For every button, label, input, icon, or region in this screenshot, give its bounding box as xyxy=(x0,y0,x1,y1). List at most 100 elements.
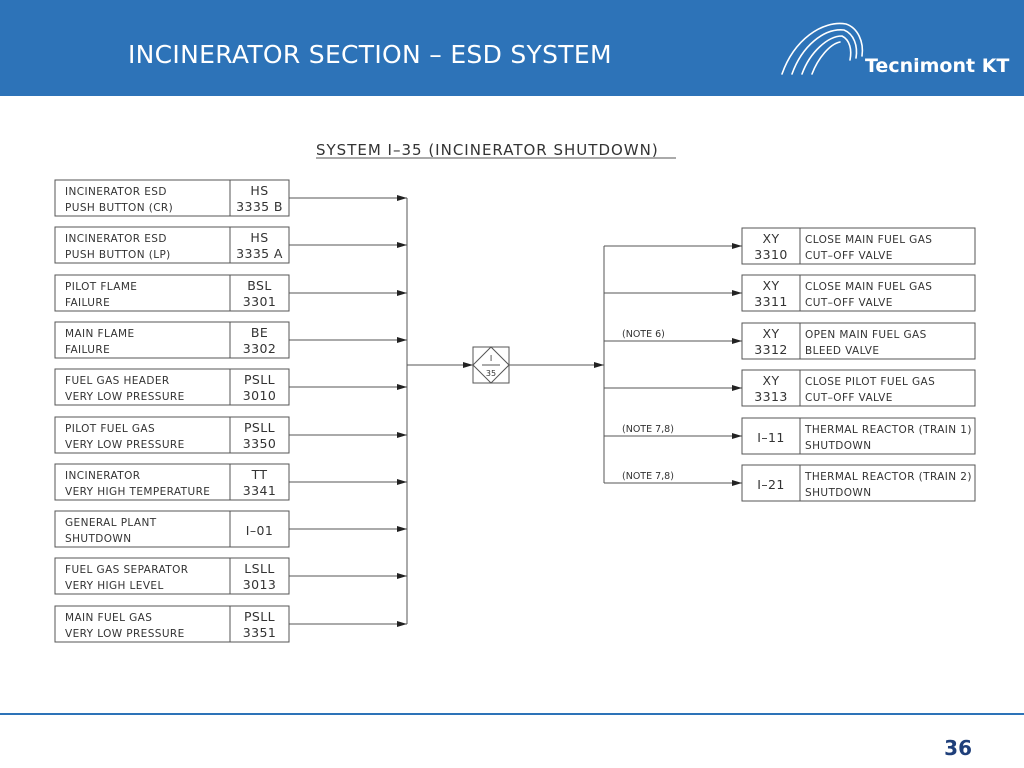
output-tag-line2: 3312 xyxy=(754,342,787,357)
output-desc-line1: CLOSE MAIN FUEL GAS xyxy=(805,281,932,293)
output-tag-line1: XY xyxy=(763,373,780,388)
input-desc-line2: VERY HIGH LEVEL xyxy=(65,580,164,592)
output-tag-line1: XY xyxy=(763,326,780,341)
output-arrow xyxy=(732,338,742,344)
output-note: (NOTE 7,8) xyxy=(622,424,674,435)
output-arrow xyxy=(732,290,742,296)
input-box xyxy=(54,226,290,264)
output-desc-line1: CLOSE MAIN FUEL GAS xyxy=(805,234,932,246)
input-tag-line2: 3010 xyxy=(243,388,276,403)
input-desc-line1: INCINERATOR xyxy=(65,470,140,482)
output-desc-line1: CLOSE PILOT FUEL GAS xyxy=(805,376,935,388)
output-desc-line2: CUT–OFF VALVE xyxy=(805,392,893,404)
input-desc-line1: PILOT FLAME xyxy=(65,281,137,293)
input-tag-line1: PSLL xyxy=(244,372,275,387)
input-desc-line2: PUSH BUTTON (LP) xyxy=(65,249,171,261)
output-desc-line1: OPEN MAIN FUEL GAS xyxy=(805,329,927,341)
input-tag-line2: 3301 xyxy=(243,294,276,309)
system-label: SYSTEM I–35 (INCINERATOR SHUTDOWN) xyxy=(316,141,659,159)
input-desc-line2: SHUTDOWN xyxy=(65,533,131,545)
output-desc-line1: THERMAL REACTOR (TRAIN 2) xyxy=(804,471,972,483)
page-title: INCINERATOR SECTION – ESD SYSTEM xyxy=(128,40,612,69)
output-tag-line2: 3310 xyxy=(754,247,787,262)
input-box xyxy=(54,510,290,548)
input-arrow xyxy=(397,384,407,390)
input-tag: I–01 xyxy=(246,523,273,538)
output-box xyxy=(741,227,976,265)
logic-block-line1: I xyxy=(490,354,492,363)
input-tag-line1: BSL xyxy=(247,278,271,293)
input-box xyxy=(54,368,290,406)
page-number: 36 xyxy=(944,736,972,760)
brand-name: Tecnimont KT xyxy=(865,55,1010,77)
input-arrow xyxy=(397,621,407,627)
output-tag-line1: XY xyxy=(763,278,780,293)
output-tag-line2: 3313 xyxy=(754,389,787,404)
output-box xyxy=(741,417,976,455)
input-arrow xyxy=(397,195,407,201)
output-note: (NOTE 7,8) xyxy=(622,471,674,482)
output-box xyxy=(741,369,976,407)
input-box xyxy=(54,557,290,595)
input-arrow xyxy=(397,526,407,532)
output-arrow xyxy=(732,385,742,391)
output-desc-line2: CUT–OFF VALVE xyxy=(805,297,893,309)
output-desc-line2: CUT–OFF VALVE xyxy=(805,250,893,262)
input-box xyxy=(54,463,290,501)
input-tag-line1: HS xyxy=(250,230,268,245)
input-tag-line1: LSLL xyxy=(244,561,274,576)
input-box xyxy=(54,416,290,454)
header-bar xyxy=(0,0,1024,96)
input-desc-line1: FUEL GAS SEPARATOR xyxy=(65,564,188,576)
input-desc-line2: VERY LOW PRESSURE xyxy=(65,628,185,640)
input-desc-line1: FUEL GAS HEADER xyxy=(65,375,170,387)
input-box xyxy=(54,179,290,217)
input-tag-line2: 3013 xyxy=(243,577,276,592)
input-desc-line1: MAIN FUEL GAS xyxy=(65,612,152,624)
input-arrow xyxy=(397,290,407,296)
output-tag-line1: XY xyxy=(763,231,780,246)
input-desc-line2: VERY LOW PRESSURE xyxy=(65,391,185,403)
input-tag-line1: PSLL xyxy=(244,420,275,435)
input-tag-line1: HS xyxy=(250,183,268,198)
input-desc-line2: FAILURE xyxy=(65,344,110,356)
input-desc-line1: INCINERATOR ESD xyxy=(65,186,167,198)
tecnimont-logo-icon xyxy=(781,22,864,75)
input-arrow xyxy=(397,337,407,343)
input-tag-line1: TT xyxy=(251,467,268,482)
output-tag: I–11 xyxy=(757,430,784,445)
input-desc-line2: PUSH BUTTON (CR) xyxy=(65,202,173,214)
output-tag-line2: 3311 xyxy=(754,294,787,309)
input-desc-line2: VERY HIGH TEMPERATURE xyxy=(65,486,210,498)
input-desc-line2: VERY LOW PRESSURE xyxy=(65,439,185,451)
input-desc-line1: PILOT FUEL GAS xyxy=(65,423,155,435)
input-desc-line2: FAILURE xyxy=(65,297,110,309)
output-note: (NOTE 6) xyxy=(622,329,665,340)
logic-block-diamond xyxy=(472,346,510,384)
input-tag-line1: BE xyxy=(251,325,268,340)
input-arrow xyxy=(397,479,407,485)
input-tag-line2: 3341 xyxy=(243,483,276,498)
output-tag: I–21 xyxy=(757,477,784,492)
input-desc-line1: INCINERATOR ESD xyxy=(65,233,167,245)
input-box xyxy=(54,605,290,643)
output-desc-line2: SHUTDOWN xyxy=(805,487,871,499)
output-desc-line2: BLEED VALVE xyxy=(805,345,879,357)
output-arrow xyxy=(732,433,742,439)
footer-divider xyxy=(0,713,1024,715)
output-desc-line2: SHUTDOWN xyxy=(805,440,871,452)
block-input-arrow xyxy=(463,362,473,368)
output-box xyxy=(741,322,976,360)
logic-block-line2: 35 xyxy=(486,369,496,378)
input-tag-line2: 3335 B xyxy=(236,199,283,214)
input-tag-line2: 3350 xyxy=(243,436,276,451)
output-box xyxy=(741,464,976,502)
input-arrow xyxy=(397,242,407,248)
input-desc-line1: GENERAL PLANT xyxy=(65,517,157,529)
input-tag-line1: PSLL xyxy=(244,609,275,624)
input-desc-line1: MAIN FLAME xyxy=(65,328,135,340)
output-arrow xyxy=(732,480,742,486)
output-desc-line1: THERMAL REACTOR (TRAIN 1) xyxy=(804,424,972,436)
input-tag-line2: 3351 xyxy=(243,625,276,640)
